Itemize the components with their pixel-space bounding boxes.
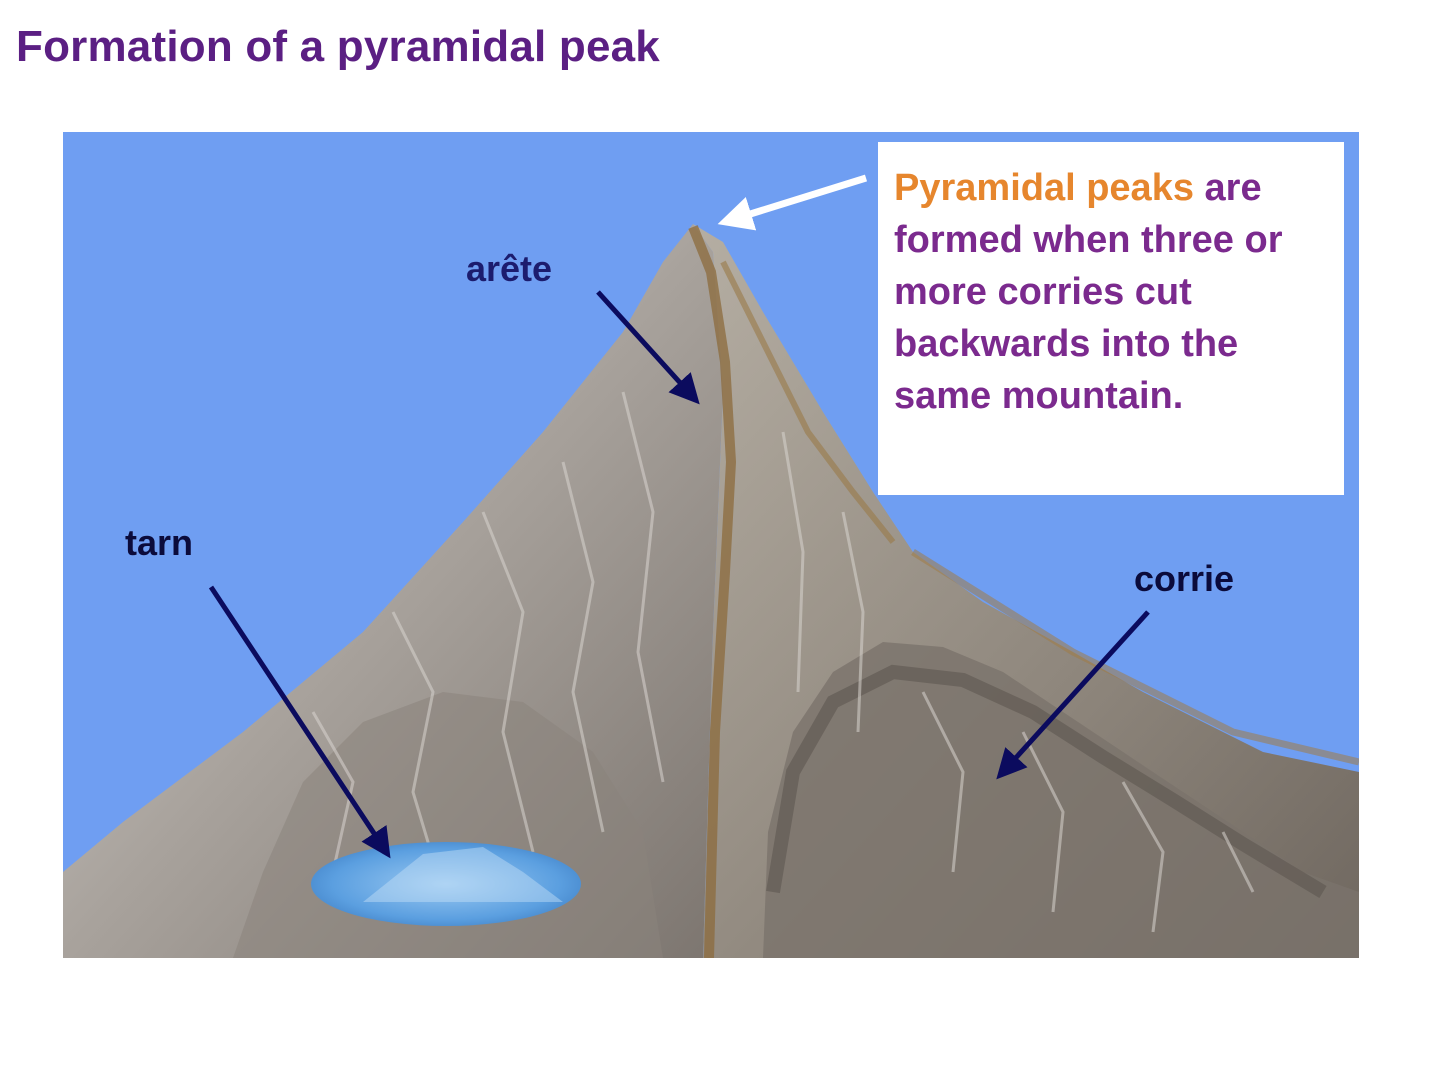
corrie-label: corrie — [1134, 558, 1235, 599]
tarn-lake — [311, 842, 581, 926]
arete-label: arête — [466, 248, 553, 289]
tarn-label: tarn — [125, 522, 194, 563]
mountain-diagram: arête tarn corrie Pyramidal peaks are fo… — [63, 132, 1359, 958]
info-text: are formed when three or more corries cu… — [894, 167, 1283, 417]
tarn-arrow — [208, 585, 391, 859]
info-highlight: Pyramidal peaks — [894, 167, 1194, 209]
info-box: Pyramidal peaks are formed when three or… — [878, 142, 1344, 495]
arete-arrow — [596, 290, 700, 405]
page-title: Formation of a pyramidal peak — [16, 22, 660, 71]
corrie-arrow — [996, 610, 1150, 780]
corrie-hollow — [763, 642, 1359, 958]
peak-arrow — [717, 174, 868, 231]
arete-ridge — [688, 225, 737, 958]
